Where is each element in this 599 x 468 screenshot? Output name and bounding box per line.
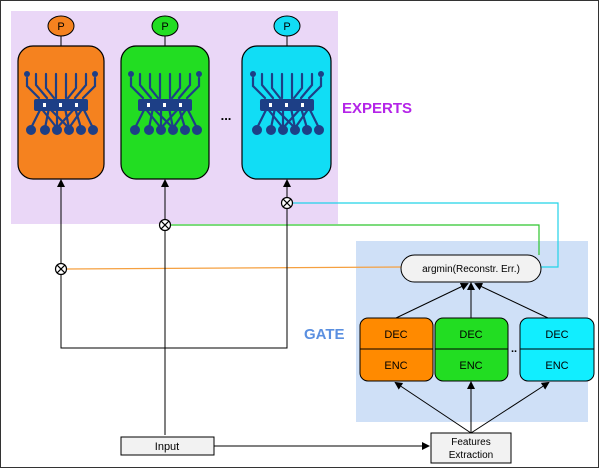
dec-label: DEC — [545, 329, 568, 341]
gate-unit-3: DEC ENC — [519, 317, 595, 382]
expert-param-2: P — [151, 15, 179, 46]
expert-box-1 — [17, 45, 105, 180]
enc-label: ENC — [459, 360, 482, 372]
gate-ellipsis: .. — [511, 343, 517, 355]
multiply-node-2-icon — [158, 218, 172, 232]
gate-unit-2: DEC ENC — [434, 317, 509, 382]
param-label: P — [283, 21, 290, 33]
experts-ellipsis: ... — [221, 108, 232, 123]
expert-param-1: P — [47, 15, 75, 46]
orange-gate-wire — [66, 266, 404, 270]
dec-label: DEC — [459, 329, 482, 341]
input-box: Input — [120, 436, 215, 456]
gate-title: GATE — [304, 326, 345, 343]
multiply-node-1-icon — [54, 262, 68, 276]
experts-title: EXPERTS — [342, 100, 412, 117]
green-gate-wire — [171, 224, 540, 255]
param-label: P — [57, 21, 64, 33]
features-label-line1: Features — [451, 437, 490, 448]
input-label: Input — [155, 441, 179, 453]
enc-label: ENC — [384, 360, 407, 372]
expert-box-2 — [120, 45, 210, 180]
param-label: P — [161, 21, 168, 33]
enc-label: ENC — [545, 360, 568, 372]
features-label-line2: Extraction — [449, 450, 493, 461]
gate-unit-1: DEC ENC — [359, 317, 434, 382]
expert-box-3 — [241, 45, 332, 180]
expert-param-3: P — [273, 15, 301, 46]
dec-label: DEC — [384, 329, 407, 341]
multiply-node-3-icon — [280, 196, 294, 210]
argmin-label: argmin(Reconstr. Err.) — [422, 264, 520, 275]
features-extraction-box: Features Extraction — [430, 432, 512, 464]
argmin-node: argmin(Reconstr. Err.) — [400, 254, 542, 283]
cyan-gate-wire — [293, 202, 559, 268]
